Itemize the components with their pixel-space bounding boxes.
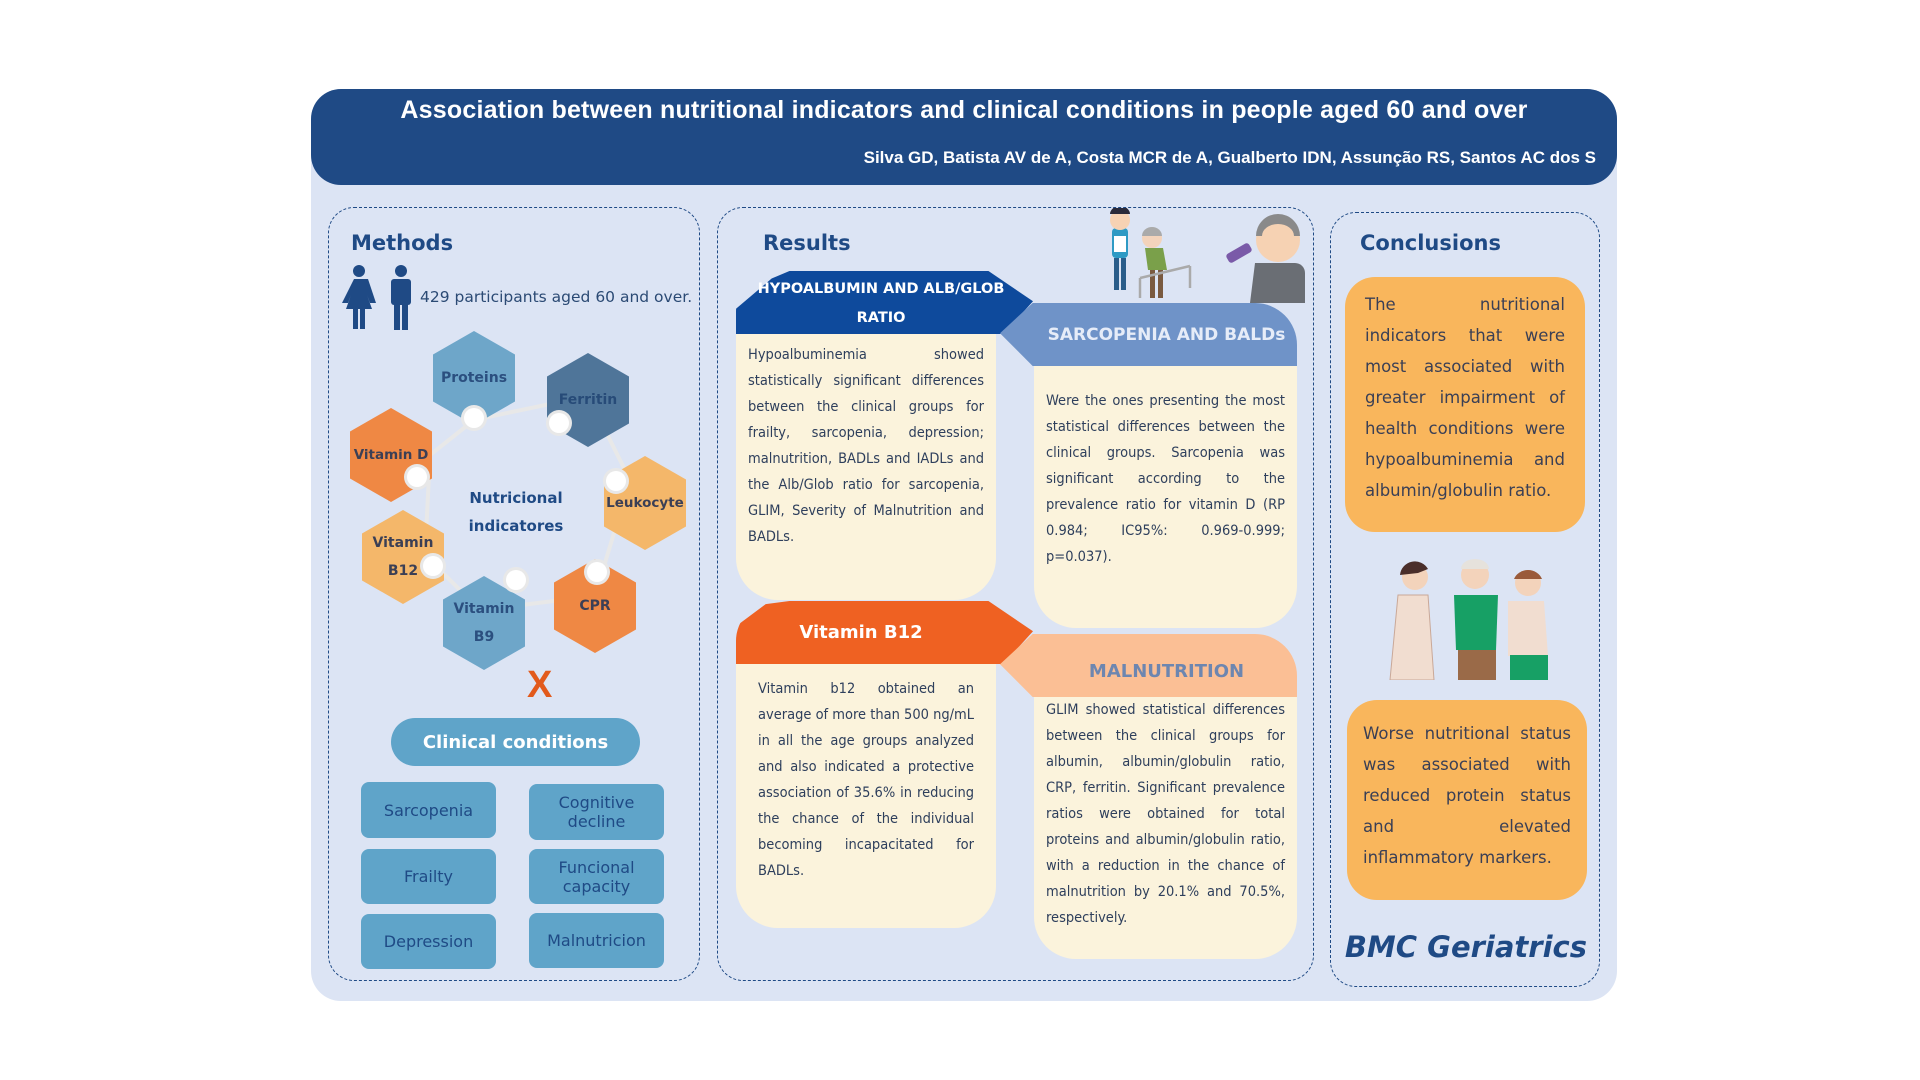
malnutrition-text: GLIM showed statistical differences betw…: [1034, 697, 1297, 959]
condition-cognitive-decline: Cognitive decline: [529, 784, 664, 840]
vitamin-b12-title: Vitamin B12: [799, 622, 923, 643]
malnutrition-header-bg: [1000, 634, 1297, 697]
cross-mark: X: [527, 664, 553, 706]
center-label-line: Nutricional: [469, 489, 563, 507]
exercise-illustration: [1110, 208, 1305, 303]
connector-dot: [549, 413, 569, 433]
connector-dot: [587, 562, 607, 582]
hypoalbumin-text: Hypoalbuminemia showed statistically sig…: [736, 334, 996, 600]
connector-dot: [506, 570, 526, 590]
condition-frailty: Frailty: [361, 849, 496, 904]
malnutrition-title: MALNUTRITION: [1088, 661, 1245, 682]
poster-title: Association between nutritional indicato…: [400, 96, 1528, 124]
condition-depression: Depression: [361, 914, 496, 969]
center-label: Nutricional indicatores: [460, 484, 572, 540]
journal-name: BMC Geriatrics: [1344, 930, 1587, 964]
conclusion-2: Worse nutritional status was associated …: [1347, 700, 1587, 900]
methods-section: [328, 207, 700, 981]
results-title: Results: [763, 231, 851, 255]
results-section: [717, 207, 1314, 981]
caregivers-illustration: [1389, 559, 1548, 680]
header-banner: [311, 89, 1617, 185]
condition-malnutrition: Malnutricion: [529, 913, 664, 968]
participants-text: 429 participants aged 60 and over.: [420, 288, 693, 306]
conclusions-section: [1330, 212, 1600, 987]
indicator-vitamin-b9: Vitamin B9: [443, 576, 525, 670]
sarcopenia-header-bg: [1000, 303, 1297, 366]
people-icon: [342, 265, 411, 330]
vitamin-b12-text: Vitamin b12 obtained an average of more …: [736, 664, 996, 928]
clinical-conditions-title: Clinical conditions: [391, 718, 640, 766]
hypoalbumin-header-bg: [736, 271, 1033, 334]
center-label-line: indicatores: [468, 517, 564, 535]
connector-dot: [423, 556, 443, 576]
vitamin-b12-header-bg: [736, 601, 1033, 664]
condition-sarcopenia: Sarcopenia: [361, 782, 496, 838]
sarcopenia-text: Were the ones presenting the most statis…: [1034, 366, 1297, 628]
sarcopenia-title: SARCOPENIA AND BALDs: [1047, 324, 1286, 345]
methods-title: Methods: [351, 231, 454, 255]
connector-dot: [606, 471, 626, 491]
conclusion-1: The nutritional indicators that were mos…: [1345, 277, 1585, 532]
connector-dot: [407, 467, 427, 487]
condition-functional-capacity: Funcional capacity: [529, 849, 664, 904]
conclusions-title: Conclusions: [1360, 231, 1501, 255]
connector-dot: [464, 408, 484, 428]
authors: Silva GD, Batista AV de A, Costa MCR de …: [863, 148, 1596, 167]
indicator-leukocyte: Leukocyte: [604, 456, 686, 550]
hypoalbumin-title: HYPOALBUMIN AND ALB/GLOB RATIO: [757, 281, 1005, 326]
